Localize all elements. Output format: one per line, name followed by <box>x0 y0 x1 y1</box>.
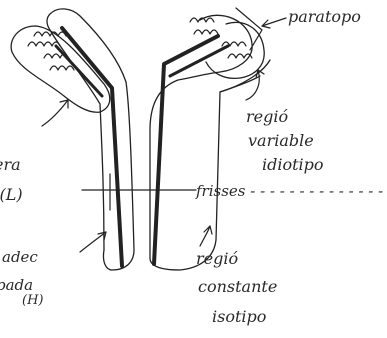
variable-region-annotation: regió variable idiotipo <box>246 70 324 174</box>
constant-region-label-line2: constante <box>198 277 277 296</box>
variable-region-label-line3: idiotipo <box>262 155 324 174</box>
hinge-annotation: frisses ‑ ‑ ‑ ‑ ‑ ‑ ‑ ‑ ‑ ‑ ‑ ‑ ‑ ‑ ‑ ‑ … <box>82 174 387 210</box>
left-variable-region-coils <box>28 32 74 70</box>
constant-region-annotation: regió constante isotipo <box>196 226 277 326</box>
light-chain-label-line1: era <box>0 155 21 174</box>
heavy-chain-label-line2: pada <box>0 276 33 294</box>
heavy-chain-label-line3: (H) <box>22 293 43 308</box>
right-light-chain-outline <box>206 22 264 78</box>
constant-region-label-line1: regió <box>196 249 238 268</box>
light-chain-annotation: era a(L) <box>0 155 23 204</box>
heavy-chain-annotation: adec pada (H) <box>0 248 43 308</box>
light-chain-label-line2: a(L) <box>0 185 23 204</box>
variable-region-label-line1: regió <box>246 107 288 126</box>
constant-region-label-line3: isotipo <box>212 307 266 326</box>
paratop-label: paratopo <box>288 7 361 26</box>
heavy-chain-arrow <box>80 232 106 252</box>
hinge-label: frisses ‑ ‑ ‑ ‑ ‑ ‑ ‑ ‑ ‑ ‑ ‑ ‑ ‑ ‑ ‑ ‑ … <box>195 182 387 200</box>
light-chain-arrow <box>42 100 68 126</box>
paratop-annotation: paratopo <box>262 7 361 28</box>
left-heavy-chain <box>56 28 122 266</box>
heavy-chain-label-line1: adec <box>2 248 38 266</box>
variable-region-label-line2: variable <box>248 131 314 150</box>
